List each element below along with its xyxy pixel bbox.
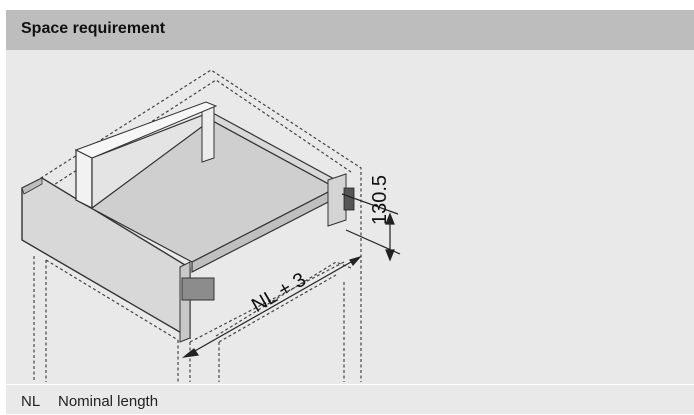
drawer-diagram: 130.5 NL + 3 <box>6 50 694 382</box>
length-dimension <box>181 255 362 358</box>
panel-header: Space requirement <box>6 10 694 50</box>
dimension-height-label: 130.5 <box>369 175 391 225</box>
drawer-front <box>21 177 215 343</box>
legend-abbreviation: NL <box>21 393 41 410</box>
dimension-length-label: NL + 3 <box>248 269 310 317</box>
height-dimension <box>341 193 401 262</box>
space-requirement-panel: Space requirement <box>6 10 694 414</box>
drawer-handle-clip <box>181 277 215 301</box>
legend-description: Nominal length <box>58 393 159 410</box>
drawer-box <box>74 101 355 273</box>
drawer-drawing: 130.5 NL + 3 <box>21 69 401 382</box>
panel-title: Space requirement <box>21 20 166 37</box>
legend: NL Nominal length <box>6 384 694 415</box>
